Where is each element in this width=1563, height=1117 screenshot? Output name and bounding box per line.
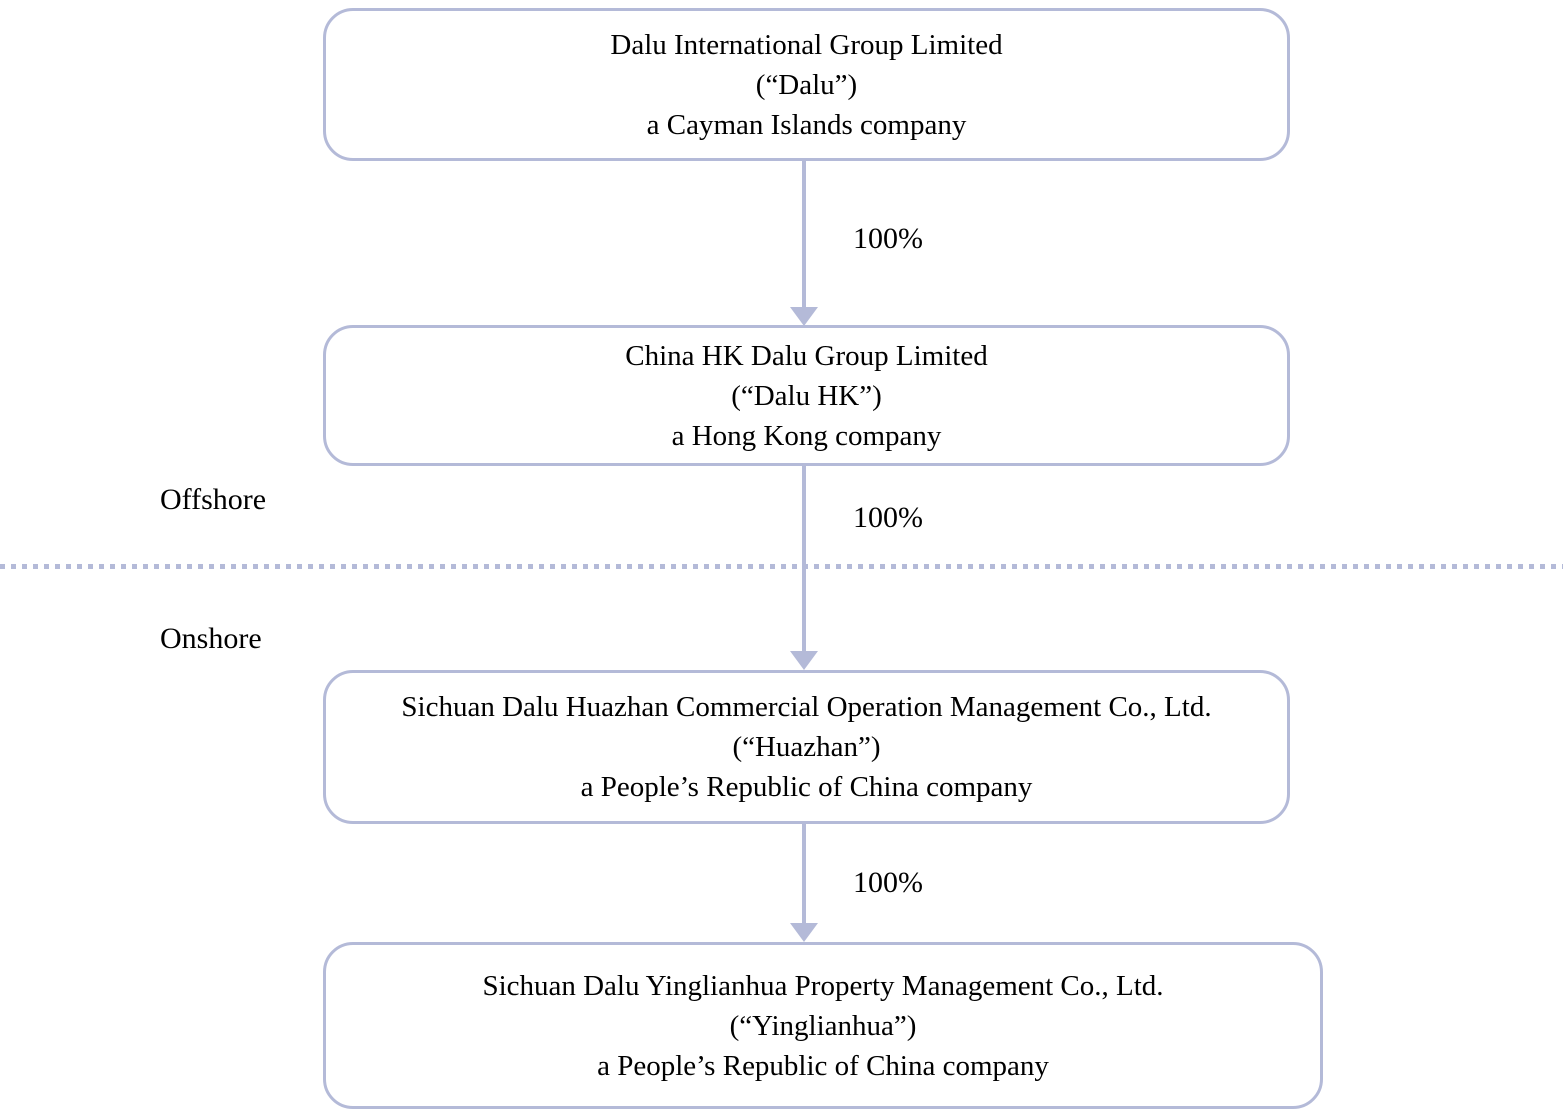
ownership-percentage-3: 100% <box>853 866 923 899</box>
company-alias: (“Dalu”) <box>755 68 858 101</box>
arrow-down-icon <box>790 307 818 326</box>
org-node-dalu-hk: China HK Dalu Group Limited (“Dalu HK”) … <box>323 325 1290 466</box>
offshore-onshore-divider <box>0 564 1563 569</box>
company-alias: (“Huazhan”) <box>732 731 881 763</box>
company-jurisdiction: a People’s Republic of China company <box>580 771 1033 803</box>
company-alias: (“Yinglianhua”) <box>729 1009 917 1042</box>
ownership-percentage-1: 100% <box>853 222 923 255</box>
company-name: Sichuan Dalu Huazhan Commercial Operatio… <box>401 691 1212 723</box>
org-node-dalu: Dalu International Group Limited (“Dalu”… <box>323 8 1290 161</box>
company-name: Sichuan Dalu Yinglianhua Property Manage… <box>482 969 1164 1002</box>
arrow-down-icon <box>790 651 818 670</box>
company-jurisdiction: a Hong Kong company <box>671 419 942 452</box>
company-name: Dalu International Group Limited <box>610 28 1003 61</box>
company-name: China HK Dalu Group Limited <box>625 339 988 372</box>
company-alias: (“Dalu HK”) <box>731 379 882 412</box>
onshore-label: Onshore <box>160 622 262 655</box>
offshore-label: Offshore <box>160 483 267 516</box>
company-jurisdiction: a Cayman Islands company <box>646 108 967 141</box>
ownership-edge-2-line <box>802 466 806 651</box>
arrow-down-icon <box>790 923 818 942</box>
company-jurisdiction: a People’s Republic of China company <box>597 1049 1049 1082</box>
org-node-yinglianhua: Sichuan Dalu Yinglianhua Property Manage… <box>323 942 1323 1109</box>
ownership-edge-1-line <box>802 161 806 307</box>
ownership-percentage-2: 100% <box>853 501 923 534</box>
org-node-huazhan: Sichuan Dalu Huazhan Commercial Operatio… <box>323 670 1290 824</box>
ownership-edge-3-line <box>802 824 806 923</box>
